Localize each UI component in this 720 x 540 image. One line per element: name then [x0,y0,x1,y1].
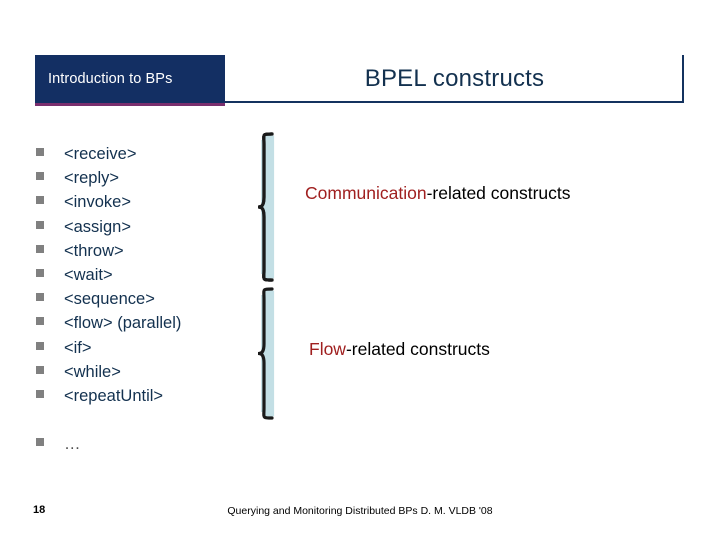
square-bullet-icon [36,220,44,229]
list-item-label: <reply> [64,169,120,188]
list-item-label: <receive> [64,145,137,163]
list-item-label: <throw> [64,241,124,260]
square-bullet-icon [36,172,44,181]
square-bullet-icon [36,341,44,350]
list-item: <throw> [36,239,266,263]
list-item-label: … [64,435,82,454]
list-item: <invoke> [36,190,266,214]
section-tab-label: Introduction to BPs [48,71,173,87]
list-item: <if> [36,336,266,360]
square-bullet-icon [36,293,44,302]
flow-rest-text: -related constructs [345,339,490,359]
list-item: <sequence> [36,287,266,311]
list-item: <assign> [36,215,266,239]
section-tab[interactable]: Introduction to BPs [35,55,225,103]
section-tab-underline [35,103,225,106]
list-item: <reply> [36,166,266,190]
list-item-label: <invoke> [64,193,131,212]
flow-accent-text: Flow [309,339,346,359]
list-item: <repeatUntil> [36,384,266,408]
square-bullet-icon [36,196,44,205]
list-item: <while> [36,360,266,384]
construct-bullet-list: <receive> <reply> <invoke> <assign> <thr… [36,142,266,456]
page-number: 18 [33,504,46,516]
square-bullet-icon [36,389,44,398]
square-bullet-icon [36,244,44,253]
communication-accent-text: Communication [305,183,427,203]
square-bullet-icon [36,365,44,374]
square-bullet-icon [36,268,44,277]
communication-rest-text: -related constructs [426,183,571,203]
slide-header: Introduction to BPs BPEL constructs [35,55,684,106]
list-item-label: <flow> (parallel) [64,314,182,333]
list-item-label: <wait> [64,265,113,284]
square-bullet-icon [36,317,44,326]
communication-group-brace [258,131,294,283]
list-item: <wait> [36,263,266,287]
footer-citation: Querying and Monitoring Distributed BPs … [227,505,493,517]
communication-group-label: Communication-related constructs [305,182,571,204]
square-bullet-icon [36,148,44,156]
list-item-label: <repeatUntil> [64,386,164,405]
flow-group-brace [258,286,294,421]
list-item: <flow> (parallel) [36,311,266,335]
list-item-label: <sequence> [64,290,155,309]
list-item: … [36,432,266,456]
flow-group-label: Flow-related constructs [309,338,490,360]
list-item-label: <assign> [64,217,131,236]
list-item: <receive> [36,142,266,166]
list-item-label: <while> [64,362,121,381]
page-title: BPEL constructs [364,65,545,92]
square-bullet-icon [36,438,44,447]
list-item-label: <if> [64,338,92,357]
